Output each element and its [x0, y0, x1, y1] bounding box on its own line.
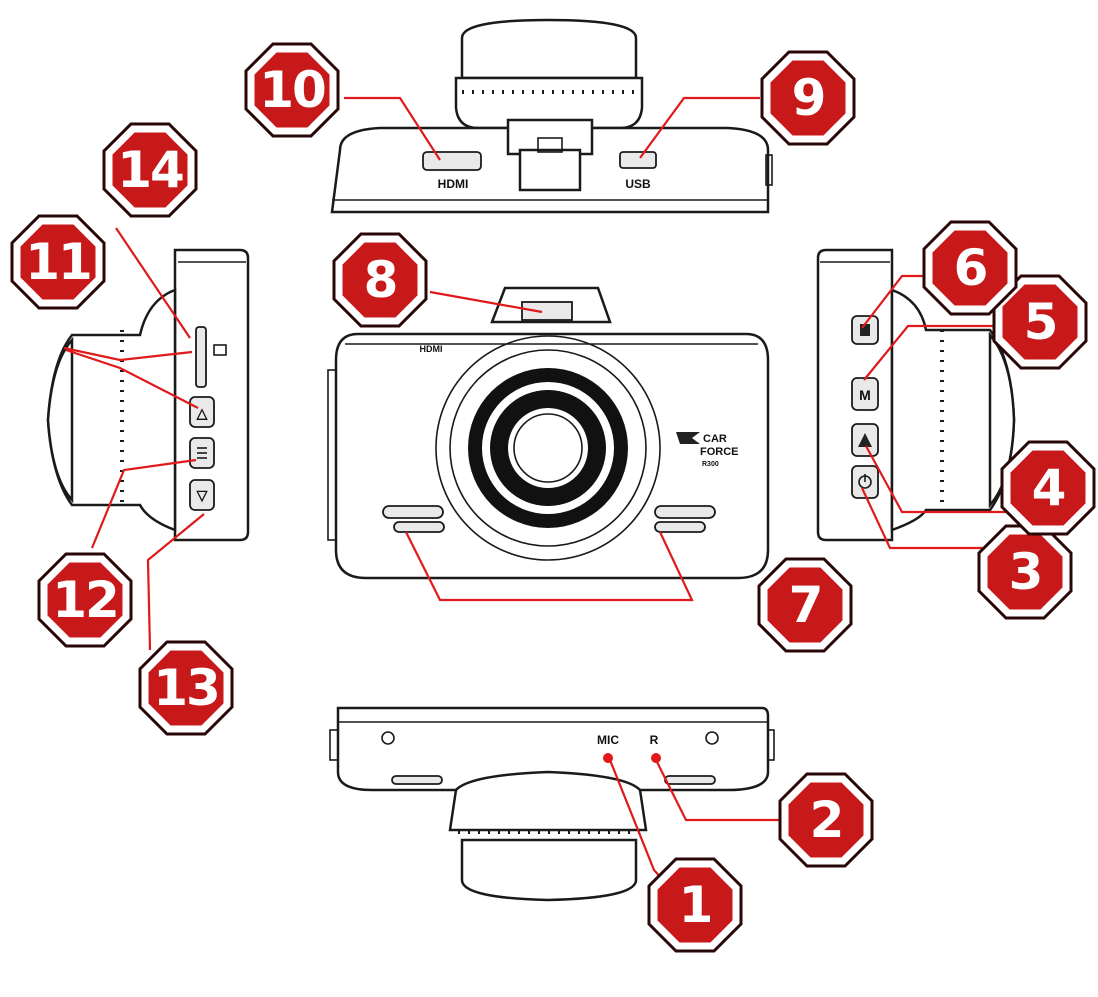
mount-slot [521, 301, 573, 321]
top-view: HDMI USB [330, 18, 773, 214]
svg-text:3: 3 [1009, 543, 1042, 601]
hdmi-front-label: HDMI [420, 344, 443, 354]
usb-port [619, 151, 657, 169]
mic-label: MIC [597, 733, 619, 747]
badge-1: 1 [647, 857, 743, 953]
badge-13: 13 [138, 640, 234, 736]
badge-12: 12 [37, 552, 133, 648]
badge-7: 7 [757, 557, 853, 653]
badge-11: 11 [10, 214, 106, 310]
svg-text:M: M [859, 387, 871, 403]
svg-text:12: 12 [52, 571, 118, 629]
bottom-view: MIC R [329, 706, 775, 902]
svg-text:13: 13 [153, 659, 219, 717]
hdmi-port [422, 151, 482, 171]
left-up-key [189, 396, 215, 428]
right-side-view: M [816, 248, 1016, 542]
badge-3: 3 [977, 524, 1073, 620]
r-label: R [650, 733, 659, 747]
badge-6: 6 [922, 220, 1018, 316]
badge-8: 8 [332, 232, 428, 328]
usb-top-label: USB [625, 177, 651, 191]
badge-9: 9 [760, 50, 856, 146]
leader-lines [63, 96, 1012, 889]
svg-text:▽: ▽ [196, 487, 209, 503]
speaker-grille-left [382, 505, 444, 519]
badge-2: 2 [778, 772, 874, 868]
hdmi-top-label: HDMI [438, 177, 469, 191]
reset-hole [651, 753, 661, 763]
svg-text:5: 5 [1024, 293, 1057, 351]
svg-text:△: △ [196, 405, 209, 421]
speaker-grille-right [654, 505, 716, 519]
model-label: R300 [702, 461, 719, 468]
brand-line1: CAR [703, 433, 727, 445]
svg-text:7: 7 [789, 576, 822, 634]
badge-14: 14 [102, 122, 198, 218]
svg-text:9: 9 [792, 69, 825, 127]
badge-4: 4 [1000, 440, 1096, 536]
svg-text:2: 2 [810, 791, 843, 849]
svg-text:6: 6 [954, 239, 987, 297]
front-view: HDMI CAR FORCE R300 [327, 286, 770, 580]
badge-10: 10 [244, 42, 340, 138]
svg-text:4: 4 [1032, 459, 1065, 517]
svg-text:1: 1 [679, 876, 712, 934]
svg-text:10: 10 [259, 61, 325, 119]
lens-glass [508, 408, 588, 488]
left-down-key [189, 479, 215, 511]
brand-line2: FORCE [700, 446, 739, 458]
badge-5: 5 [992, 274, 1088, 370]
svg-text:11: 11 [25, 233, 91, 291]
svg-text:14: 14 [117, 141, 183, 199]
svg-text:8: 8 [364, 251, 397, 309]
left-side-view: △ ▽ [46, 248, 250, 542]
sd-card-slot [195, 326, 207, 388]
